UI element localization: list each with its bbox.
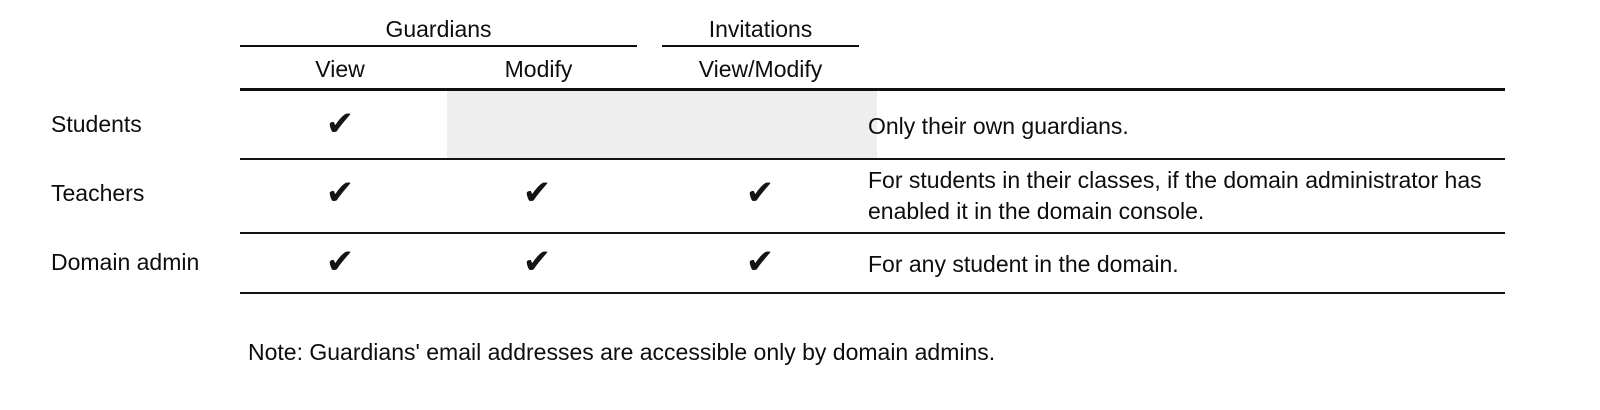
- description-students: Only their own guardians.: [868, 113, 1129, 139]
- check-teachers-guardians-view: ✔: [325, 173, 355, 213]
- table-bottom-rule: [240, 292, 1505, 294]
- table-note: Note: Guardians' email addresses are acc…: [248, 339, 996, 365]
- check-teachers-invitations-view-modify: ✔: [745, 173, 775, 213]
- column-header-modify: Modify: [504, 56, 573, 82]
- check-domain-admin-guardians-view: ✔: [325, 242, 355, 282]
- check-domain-admin-guardians-modify: ✔: [522, 242, 552, 282]
- row-label-domain-admin: Domain admin: [51, 249, 200, 275]
- column-header-view: View: [315, 56, 365, 82]
- group-header-invitations: Invitations: [708, 16, 813, 42]
- row-rule-1: [240, 158, 1505, 160]
- group-header-guardians: Guardians: [385, 16, 492, 42]
- check-teachers-guardians-modify: ✔: [522, 173, 552, 213]
- row-label-teachers: Teachers: [51, 180, 145, 206]
- description-domain-admin: For any student in the domain.: [868, 251, 1179, 277]
- description-teachers: For students in their classes, if the do…: [868, 167, 1482, 224]
- row-rule-2: [240, 232, 1505, 234]
- group-rule-guardians: [240, 45, 637, 47]
- check-domain-admin-invitations-view-modify: ✔: [745, 242, 775, 282]
- check-students-guardians-view: ✔: [325, 104, 355, 144]
- row-label-students: Students: [51, 111, 142, 137]
- cell-students-disabled: [447, 91, 877, 158]
- header-rule: [240, 88, 1505, 91]
- column-header-view-modify: View/Modify: [698, 56, 823, 82]
- group-rule-invitations: [662, 45, 859, 47]
